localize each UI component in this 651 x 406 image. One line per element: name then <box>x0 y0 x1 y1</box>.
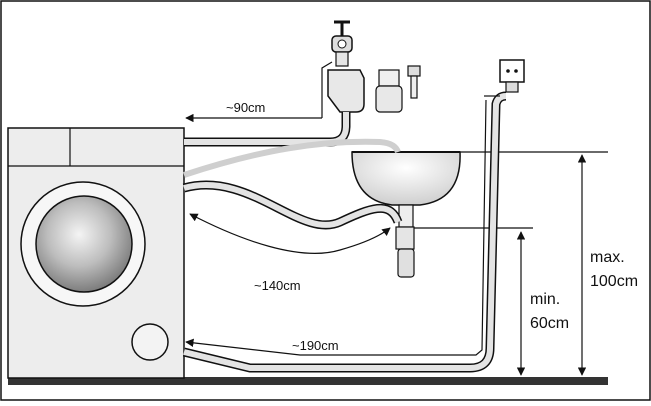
filter-cap <box>131 323 169 361</box>
label-60cm: 60cm <box>530 315 569 332</box>
power-socket <box>499 59 525 93</box>
label-90cm: ~90cm <box>226 100 265 115</box>
drain-hose-long <box>183 93 507 371</box>
dim-arrow-140 <box>189 213 391 254</box>
label-190cm: ~190cm <box>292 338 339 353</box>
dim-arrow-190 <box>185 99 487 356</box>
sink <box>351 151 461 278</box>
floor <box>8 377 608 385</box>
label-100cm: 100cm <box>590 273 638 290</box>
hose-fittings <box>375 65 421 113</box>
label-min: min. <box>530 291 560 308</box>
label-max: max. <box>590 249 625 266</box>
washing-machine <box>7 127 185 379</box>
dim-arrow-90-leader <box>321 61 333 118</box>
water-tap <box>327 20 365 113</box>
label-140cm: ~140cm <box>254 278 301 293</box>
porthole-glass <box>35 195 133 293</box>
drain-hose-high-ghost <box>183 138 401 178</box>
